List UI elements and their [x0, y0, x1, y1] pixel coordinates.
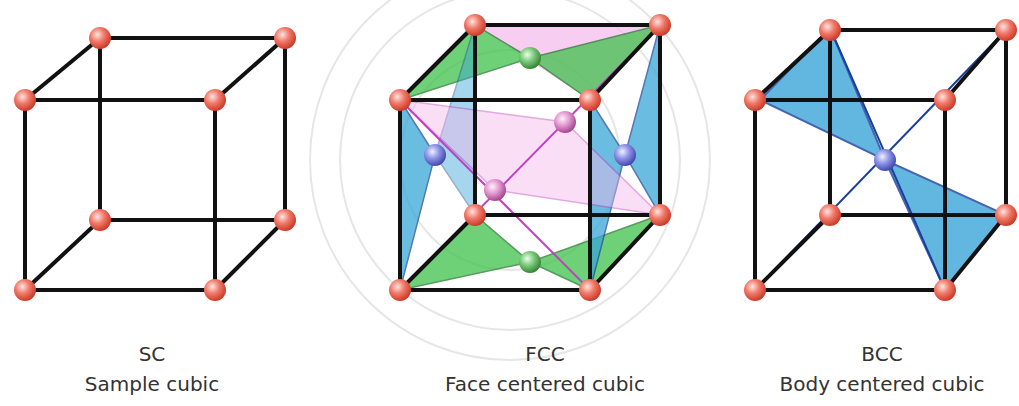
- structure-abbreviation: SC: [139, 342, 166, 366]
- structure-name: Face centered cubic: [445, 372, 645, 396]
- bcc-planes: [755, 28, 1006, 290]
- fcc-planes: [400, 25, 660, 290]
- bcc-atoms: [744, 19, 1017, 301]
- watermark: [310, 0, 710, 360]
- fcc-atoms: [389, 14, 671, 301]
- structure-name: Sample cubic: [85, 372, 219, 396]
- sc-atoms: [14, 27, 296, 301]
- structure-abbreviation: FCC: [525, 342, 564, 366]
- sc-cube: [25, 38, 285, 290]
- bcc-cube: [755, 30, 1006, 290]
- structure-name: Body centered cubic: [779, 372, 984, 396]
- fcc-cube: [400, 25, 660, 290]
- structure-abbreviation: BCC: [861, 342, 902, 366]
